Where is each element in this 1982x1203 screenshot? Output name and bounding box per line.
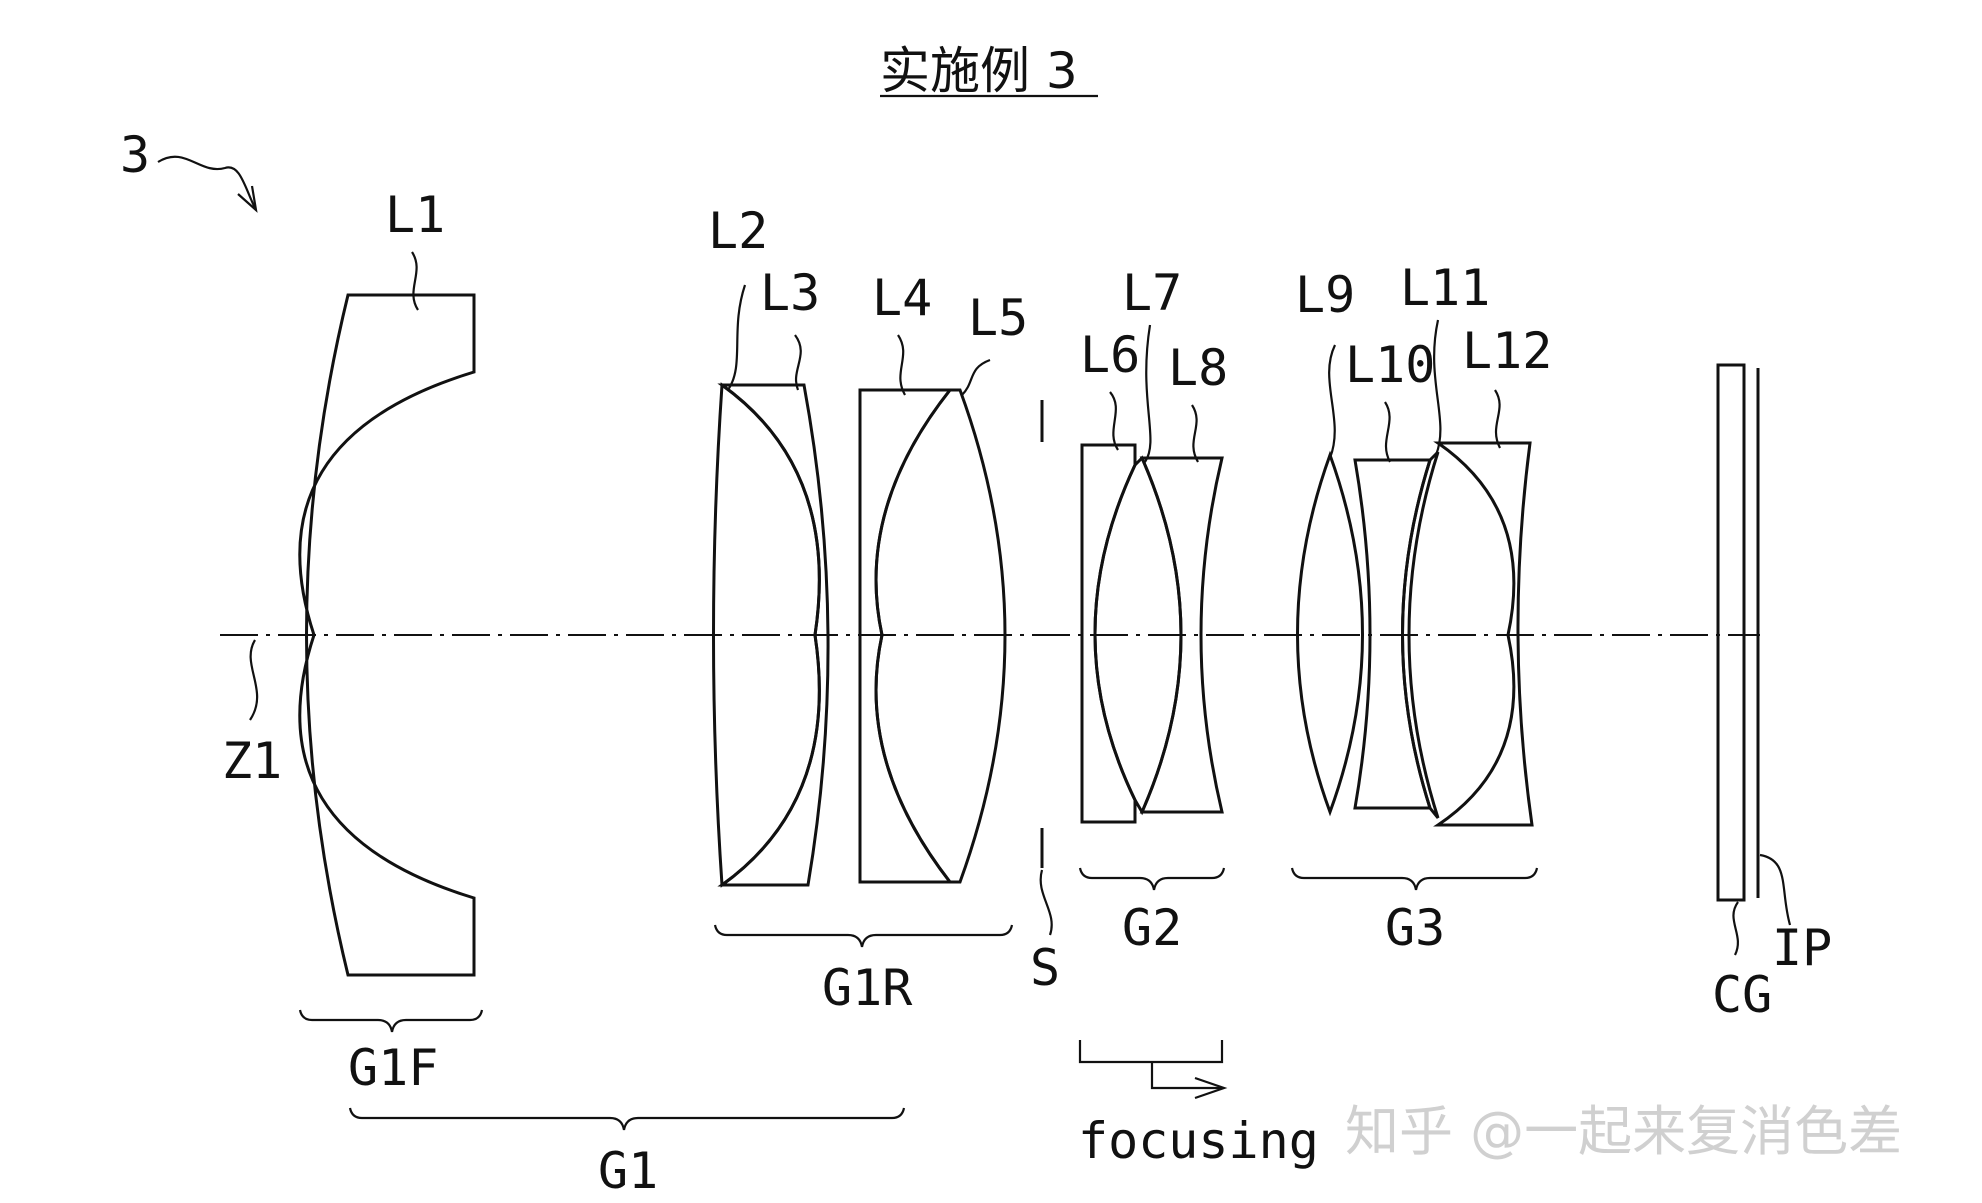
leader-l9	[1328, 344, 1336, 459]
lens-l12	[1433, 441, 1534, 827]
axis-leader-z1	[249, 639, 259, 721]
lens-l3	[717, 383, 830, 887]
image-plane-label: IP	[1772, 919, 1832, 977]
lens-label-l6: L6	[1080, 326, 1140, 384]
leader-l10	[1384, 401, 1391, 463]
group-label-g1r: G1R	[822, 959, 913, 1017]
lens-label-l3: L3	[760, 264, 820, 322]
lens-l6	[1080, 443, 1137, 824]
cover-glass	[1716, 363, 1746, 902]
lens-l1	[298, 293, 476, 977]
leader-ip	[1759, 853, 1792, 926]
system-label: 3	[120, 126, 150, 184]
focusing-arrowhead	[1194, 1076, 1228, 1100]
leader-l2	[727, 284, 747, 391]
cover-glass-label: CG	[1712, 966, 1772, 1024]
group-label-g2: G2	[1122, 899, 1182, 957]
axis-label-z1: Z1	[222, 732, 282, 790]
lens-label-l12: L12	[1462, 322, 1552, 380]
leader-l7	[1144, 324, 1152, 463]
group-label-g3: G3	[1385, 899, 1445, 957]
leader-l1	[411, 251, 419, 311]
system-pointer-arrowhead	[237, 185, 258, 213]
brace-g2	[1078, 867, 1226, 891]
lens-l11	[1401, 450, 1440, 819]
focusing-label: focusing	[1078, 1112, 1319, 1170]
lens-label-l10: L10	[1345, 336, 1435, 394]
lens-label-l1: L1	[385, 186, 445, 244]
leader-l3	[794, 334, 802, 391]
leader-cg	[1732, 901, 1740, 956]
lens-label-l4: L4	[872, 269, 932, 327]
brace-g1r	[713, 924, 1014, 948]
focusing-bracket	[1078, 1040, 1224, 1064]
lens-label-l11: L11	[1400, 259, 1490, 317]
focusing-arrow	[1150, 1062, 1222, 1090]
brace-g1	[348, 1107, 906, 1131]
lens-l9	[1296, 450, 1364, 817]
diagram-title: 实施例 3	[880, 42, 1078, 100]
group-label-g1f: G1F	[348, 1039, 438, 1097]
lens-label-l2: L2	[708, 202, 768, 260]
lens-label-l8: L8	[1168, 339, 1228, 397]
brace-g1f	[298, 1009, 484, 1033]
lens-label-l5: L5	[968, 289, 1028, 347]
lens-label-l7: L7	[1122, 264, 1182, 322]
leader-l6	[1109, 391, 1119, 451]
leader-l11	[1433, 319, 1442, 456]
group-label-g1: G1	[598, 1142, 658, 1200]
leader-stop	[1039, 869, 1053, 936]
system-pointer-arrow	[157, 155, 256, 209]
stop-label: S	[1030, 939, 1060, 997]
lens-label-l9: L9	[1295, 266, 1355, 324]
leader-l5	[961, 358, 991, 396]
watermark: 知乎 @一起来复消色差	[1345, 1100, 1902, 1163]
lens-l8	[1139, 456, 1224, 814]
lens-l5	[874, 388, 1007, 884]
brace-g3	[1290, 867, 1539, 891]
leader-l4	[897, 334, 906, 396]
leader-l12	[1494, 389, 1501, 449]
leader-l8	[1191, 404, 1199, 463]
